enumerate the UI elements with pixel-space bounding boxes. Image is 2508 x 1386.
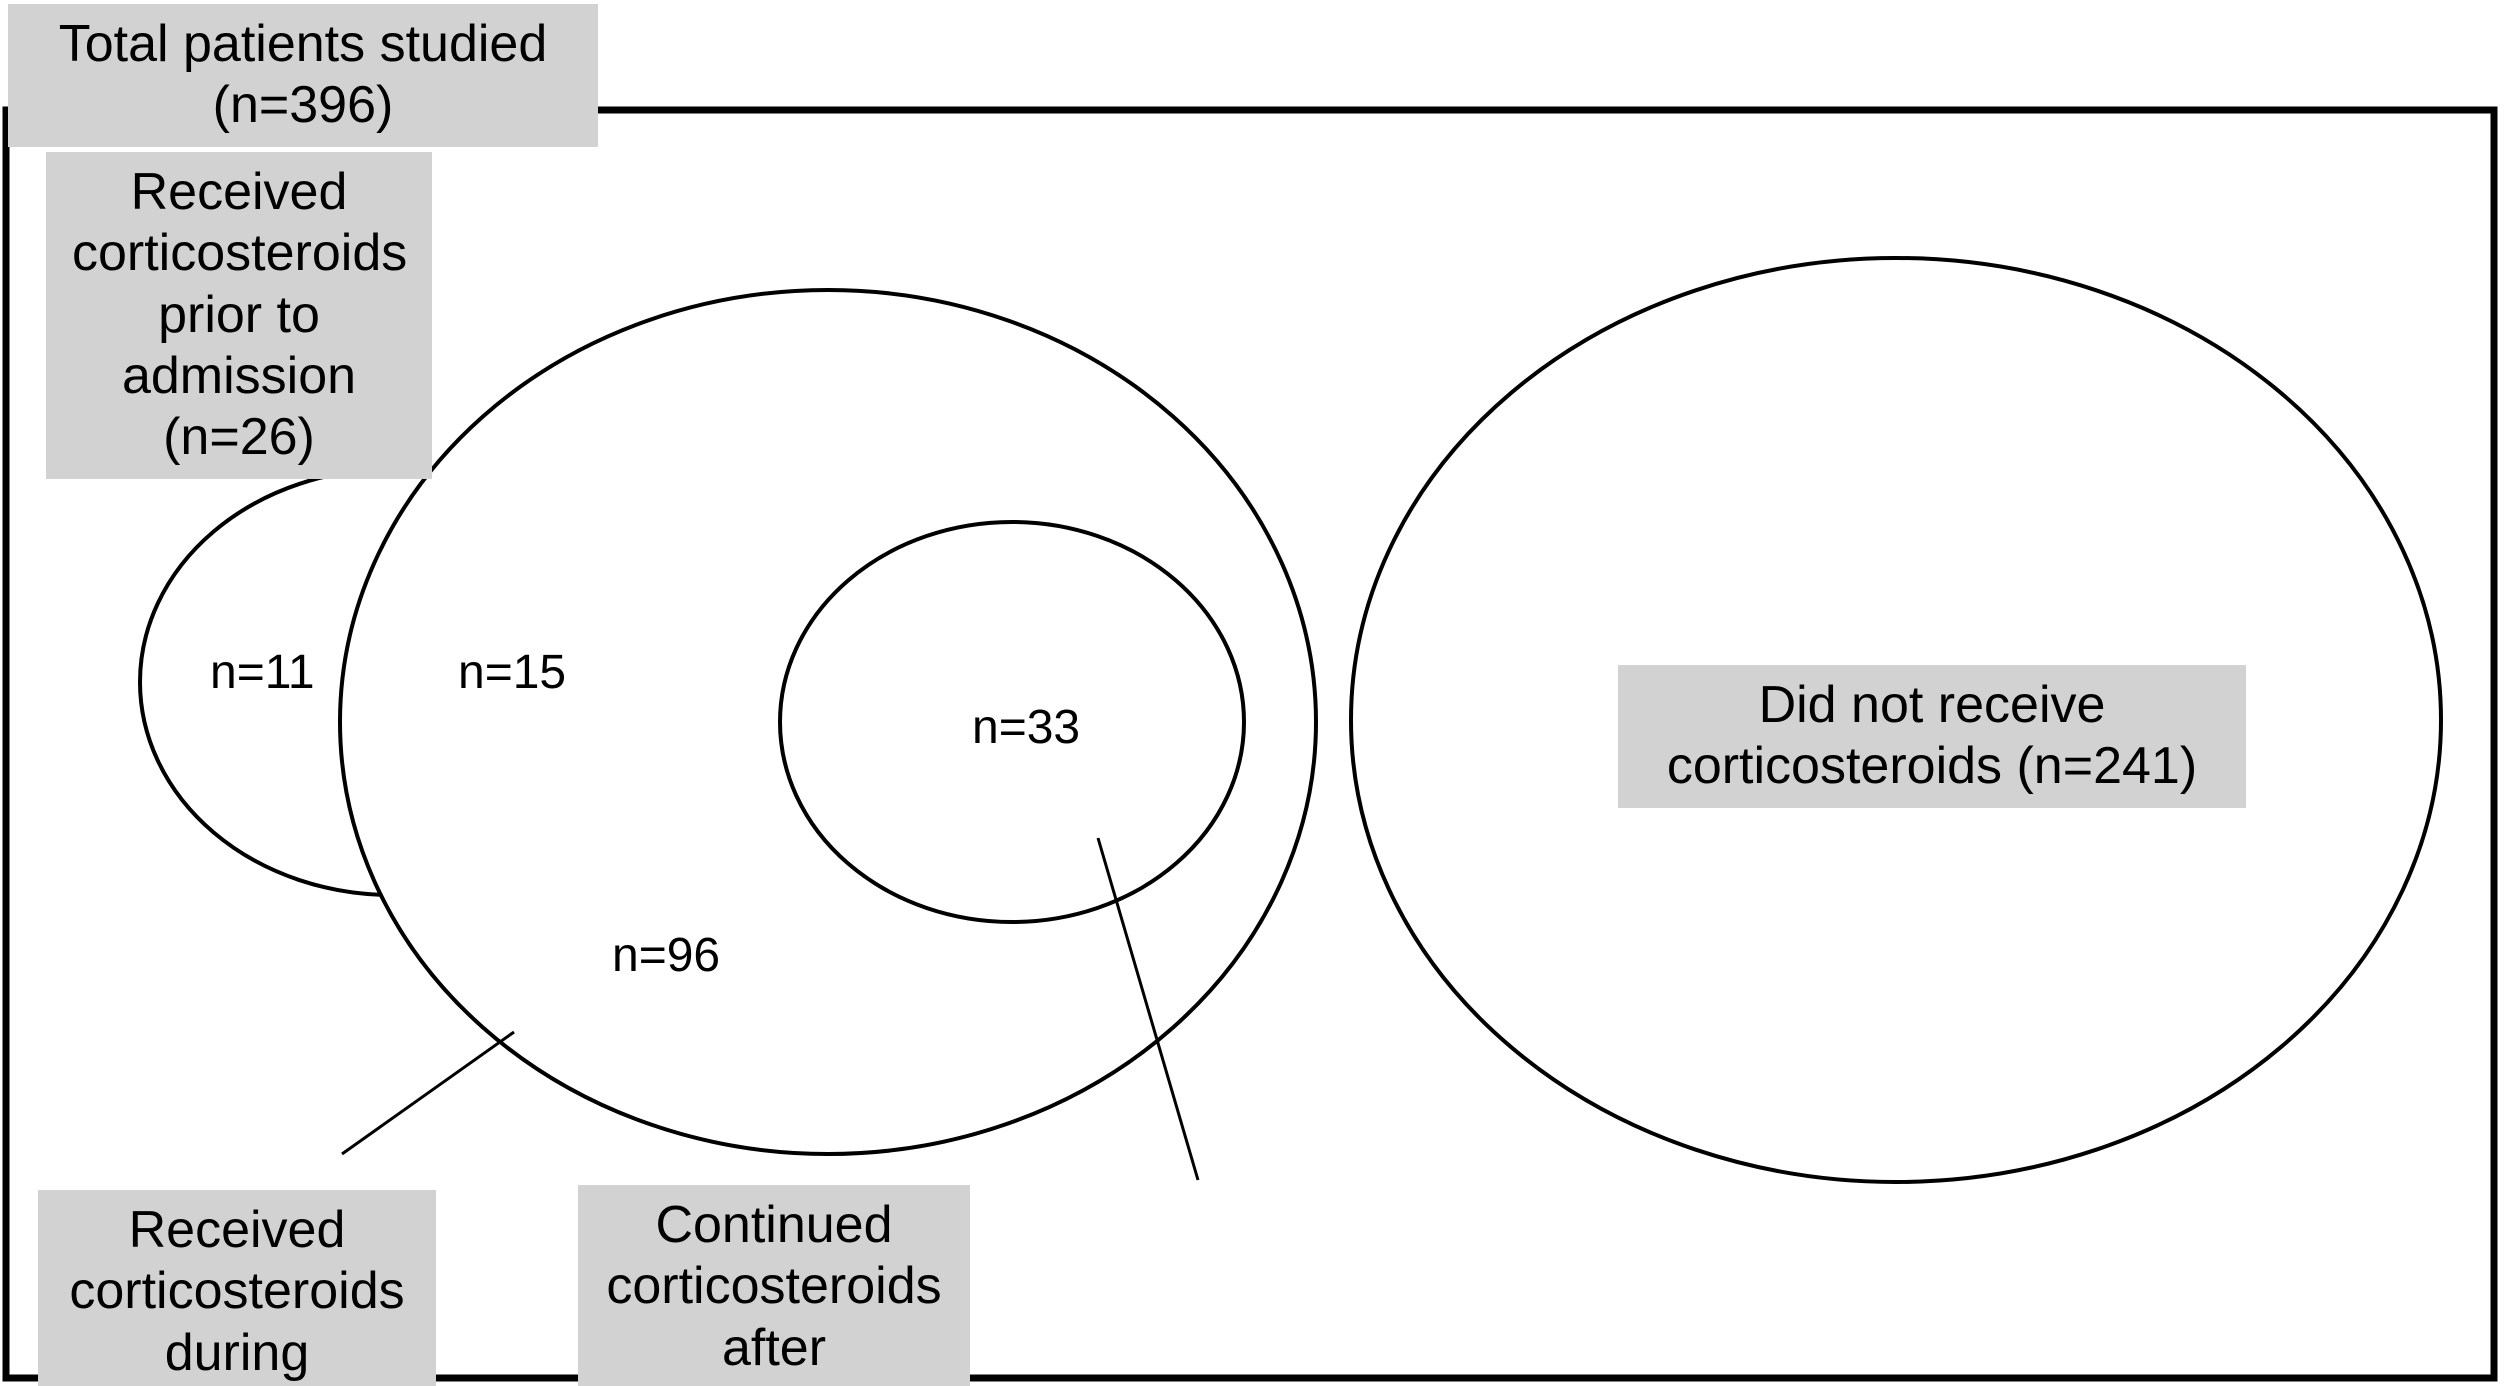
label-did-not-receive: Did not receive corticosteroids (n=241)	[1618, 665, 2246, 808]
count-during-only: n=96	[612, 929, 721, 982]
leader-line-during-admission	[341, 1030, 515, 1156]
label-received-prior-to-admission: Received corticosteroids prior to admiss…	[46, 152, 432, 479]
ellipse-continued-after-discharge	[778, 520, 1246, 924]
label-continued-after-discharge: Continued corticosteroids after discharg…	[578, 1185, 970, 1386]
count-continued-after-discharge: n=33	[972, 701, 1081, 754]
count-prior-only: n=11	[210, 646, 315, 699]
title-label: Total patients studied (n=396)	[8, 4, 598, 147]
label-received-during-admission: Received corticosteroids during admissio…	[38, 1190, 436, 1386]
total-population-frame	[2, 106, 2498, 1382]
leader-line-continued-after-discharge	[1096, 837, 1200, 1181]
count-prior-and-during: n=15	[458, 646, 567, 699]
